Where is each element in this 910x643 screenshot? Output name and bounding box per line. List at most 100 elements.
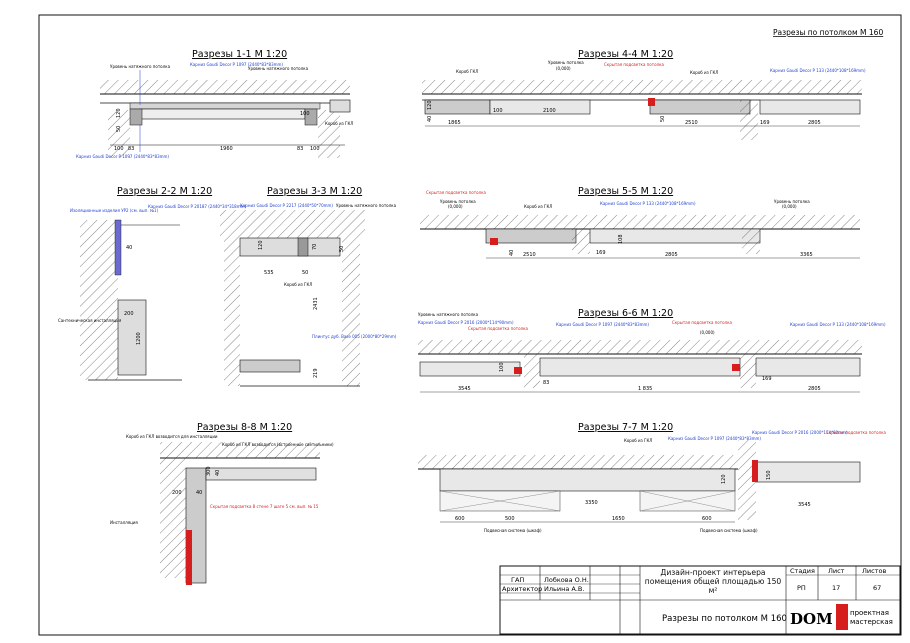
label-level-2: Уровень потолка — [774, 199, 810, 204]
wall-hatch-left — [224, 238, 240, 386]
wall-hatch — [524, 354, 540, 388]
dim-d5: 108 — [618, 234, 624, 244]
dim-d7: 50 — [339, 246, 345, 252]
label-light: Скрытая подсветка 8 стене 7 шаге 5 см. в… — [210, 504, 319, 509]
dim-d6: 40 — [509, 250, 515, 256]
dim-d3: 1200 — [136, 332, 142, 345]
label-level-mark-2: (0,000) — [782, 204, 797, 209]
label-box: Короб из ГКЛ — [284, 282, 312, 287]
wall-hatch — [80, 220, 118, 380]
label-light-1: Скрытая подсветка потолка — [468, 326, 528, 331]
label-cornice: Карниз Gaudi Decor P 2217 (2440*50*70mm) — [240, 203, 333, 208]
dim-d3: 1960 — [220, 146, 233, 152]
tb-logo-sub-2: мастерская — [850, 618, 893, 626]
title-block: ГАП Лобкова О.Н. Архитектор Ильина А.В. … — [499, 565, 901, 635]
section-8-8: Разрезы 8-8 М 1:20 Короб из ГКЛ возводит… — [110, 422, 334, 585]
tb-sheets: 67 — [873, 584, 881, 592]
dim-d1: 100 — [114, 146, 124, 152]
label-cornice-3: Карниз Gaudi Decor P 133 (2440*108*169mm… — [790, 322, 886, 327]
label-tech: Сантехническая инсталляция — [58, 318, 122, 323]
dim-d6: 70 — [312, 244, 318, 250]
dim-d2: 40 — [196, 490, 202, 496]
label-cornice-2: Карниз Gaudi Decor P 1097 (2440*83*83mm) — [76, 154, 169, 159]
section-6-6-title: Разрезы 6-6 М 1:20 — [578, 308, 673, 319]
dim-d3: 2431 — [313, 297, 319, 310]
dim-d5: 120 — [258, 240, 264, 250]
dim-d4: 2510 — [685, 120, 698, 126]
tb-sheets-header: Листов — [862, 567, 886, 575]
label-light: Скрытая подсветка потолка — [426, 190, 486, 195]
dim-d1: 535 — [264, 270, 274, 276]
label-box: Короб из ГКЛ — [524, 204, 552, 209]
dim-d3: 3350 — [585, 500, 598, 506]
label-box-1: Короб из ГКЛ возводится для инсталляции — [126, 434, 218, 439]
tb-stage-header: Стадия — [790, 567, 815, 575]
dim-d9: 50 — [660, 116, 666, 122]
label-rail-2: Подвесная система (шкаф) — [700, 528, 758, 533]
dim-d2: 50 — [302, 270, 308, 276]
tb-logo-sub-1: проектная — [850, 609, 889, 617]
label-light-2: Скрытая подсветка потолка — [672, 320, 732, 325]
wall-hatch-right — [342, 238, 360, 386]
label-box: Короб из ГКЛ — [624, 438, 652, 443]
dim-d5: 600 — [702, 516, 712, 522]
label-cornice-1: Карниз Gaudi Decor P 1097 (2440*83*83mm) — [190, 62, 283, 67]
dim-d2: 100 — [493, 108, 503, 114]
tb-logo-mark — [836, 604, 848, 630]
slab-hatch — [420, 215, 860, 229]
label-level-mark: (0,000) — [700, 330, 715, 335]
label-cornice-2: Карниз Gaudi Decor P 2016 (2000*114*90mm… — [752, 430, 848, 435]
section-1-1-title: Разрезы 1-1 М 1:20 — [192, 49, 287, 60]
dim-d1: 1865 — [448, 120, 461, 126]
dim-d6: 169 — [760, 120, 770, 126]
wall-hatch — [160, 458, 186, 578]
dim-d3: 3365 — [800, 252, 813, 258]
slab-hatch — [100, 80, 350, 94]
label-level: Уровень потолка — [440, 199, 476, 204]
label-cornice: Карниз Gaudi Decor P 133 (2440*108*169mm… — [600, 201, 696, 206]
dim-d8: 40 — [427, 116, 433, 122]
dim-d4: 169 — [762, 376, 772, 382]
dim-d4: 83 — [297, 146, 303, 152]
label-level-mark: (0,000) — [448, 204, 463, 209]
wall-hatch-2 — [740, 354, 756, 388]
dim-d2: 200 — [124, 311, 134, 317]
tb-name-2: Ильина А.В. — [544, 585, 584, 593]
section-5-5: Разрезы 5-5 М 1:20 Скрытая подсветка пот… — [420, 186, 860, 259]
label-cornice: Карниз Gaudi Decor P 133 (2440*108*169mm… — [770, 68, 866, 73]
wall-hatch-2 — [742, 229, 760, 254]
wall-hatch-right — [318, 110, 340, 158]
label-insul: Изоляционные изделия УР2 (см. вып. №1) — [70, 208, 159, 213]
label-level-1: Уровень натяжного потолка — [110, 64, 171, 69]
section-7-7: Разрезы 7-7 М 1:20 Короб из ГКЛ Карниз G… — [418, 422, 886, 533]
tb-role-1: ГАП — [511, 576, 524, 584]
dim-d1: 40 — [126, 245, 132, 251]
sheet-title: Разрезы по потолком М 160 — [773, 28, 883, 37]
dim-d5: 100 — [310, 146, 320, 152]
dim-d8: 100 — [300, 111, 310, 117]
label-box-2: Короб из ГКЛ — [690, 70, 718, 75]
wall-hatch — [740, 100, 758, 140]
dim-d7: 120 — [427, 100, 433, 110]
dim-d2: 1 835 — [638, 386, 652, 392]
dim-d7: 50 — [116, 126, 122, 132]
label-panel: Плинтус дуб. Base 005 (2000*80*29mm) — [312, 334, 397, 339]
dim-d6: 100 — [499, 362, 505, 372]
section-8-8-title: Разрезы 8-8 М 1:20 — [197, 422, 292, 433]
section-3-3: Разрезы 3-3 М 1:20 Карниз Gaudi Decor P … — [220, 186, 397, 387]
wall-hatch-left — [108, 110, 130, 158]
label-cornice: Карниз Gaudi Decor P 20187 (2440*34*318m… — [148, 204, 246, 209]
dim-d4: 219 — [313, 368, 319, 378]
dim-d4: 169 — [596, 250, 606, 256]
tb-project: Дизайн-проект интерьера помещения общей … — [644, 568, 782, 595]
dim-d1: 3545 — [458, 386, 471, 392]
dim-d6: 3545 — [798, 502, 811, 508]
label-level: Уровень натяжного потолка — [336, 203, 397, 208]
dim-d7: 150 — [766, 470, 772, 480]
dim-d5: 83 — [543, 380, 549, 386]
slab-hatch — [422, 80, 862, 94]
dim-d5: 2805 — [808, 120, 821, 126]
label-rail-1: Подвесная система (шкаф) — [484, 528, 542, 533]
tb-sheet-name: Разрезы по потолком М 160 — [662, 614, 787, 624]
